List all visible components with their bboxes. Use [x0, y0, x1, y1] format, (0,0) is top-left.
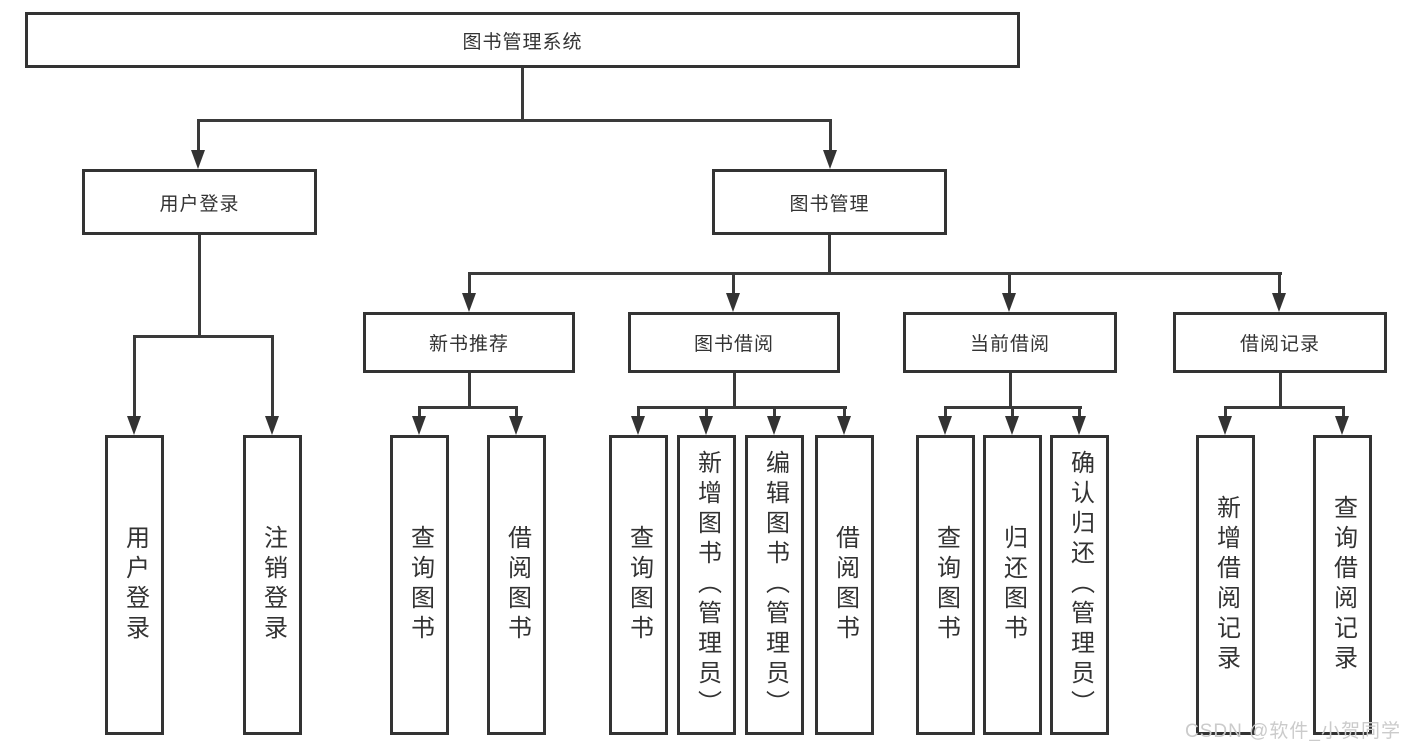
- csdn-watermark: CSDN @软件_小贺同学: [1185, 721, 1401, 742]
- connector-vline: [843, 406, 846, 419]
- leaf-br-query-record: 查询借阅记录: [1313, 435, 1372, 735]
- leaf-label: 借阅图书: [503, 525, 531, 645]
- leaf-label: 归还图书: [999, 525, 1027, 645]
- connector-vline: [733, 373, 736, 409]
- connector-vline: [1078, 406, 1081, 419]
- leaf-label: 查询图书: [406, 525, 434, 645]
- leaf-label: 查询借阅记录: [1329, 495, 1357, 675]
- arrow-down-icon: [265, 416, 279, 435]
- connector-hline: [637, 406, 847, 409]
- leaf-label: 注销登录: [259, 525, 287, 645]
- connector-vline: [637, 406, 640, 419]
- connector-vline: [944, 406, 947, 419]
- leaf-nbr-query-books: 查询图书: [390, 435, 449, 735]
- leaf-bb-add-books-admin: 新增图书（管理员）: [677, 435, 736, 735]
- leaf-cb-return-books: 归还图书: [983, 435, 1042, 735]
- connector-hline: [418, 406, 518, 409]
- arrow-down-icon: [767, 416, 781, 435]
- node-root-library-management-system: 图书管理系统: [25, 12, 1020, 68]
- connector-vline: [705, 406, 708, 419]
- arrow-down-icon: [412, 416, 426, 435]
- connector-vline: [418, 406, 421, 419]
- connector-vline: [1342, 406, 1345, 419]
- arrow-down-icon: [837, 416, 851, 435]
- leaf-label: 确认归还（管理员）: [1066, 450, 1094, 720]
- node-label: 图书管理: [789, 193, 870, 215]
- arrow-down-icon: [726, 293, 740, 312]
- leaf-br-add-record: 新增借阅记录: [1196, 435, 1255, 735]
- node-label: 图书借阅: [693, 334, 774, 355]
- connector-vline: [133, 335, 136, 420]
- connector-hline: [197, 119, 832, 122]
- arrow-down-icon: [1335, 416, 1349, 435]
- leaf-label: 借阅图书: [831, 525, 859, 645]
- arrow-down-icon: [127, 416, 141, 435]
- connector-vline: [1224, 406, 1227, 419]
- leaf-bb-query-books: 查询图书: [609, 435, 668, 735]
- arrow-down-icon: [509, 416, 523, 435]
- connector-hline: [468, 272, 1282, 275]
- arrow-down-icon: [823, 150, 837, 169]
- node-book-management: 图书管理: [712, 169, 947, 235]
- node-label: 图书管理系统: [462, 31, 583, 53]
- leaf-label: 查询图书: [625, 525, 653, 645]
- node-user-login: 用户登录: [82, 169, 317, 235]
- arrow-down-icon: [1218, 416, 1232, 435]
- node-label: 借阅记录: [1239, 334, 1320, 355]
- connector-vline: [1009, 373, 1012, 409]
- arrow-down-icon: [1272, 293, 1286, 312]
- leaf-label: 查询图书: [932, 525, 960, 645]
- node-borrow-records: 借阅记录: [1173, 312, 1387, 373]
- connector-vline: [271, 335, 274, 420]
- node-new-book-recommend: 新书推荐: [363, 312, 575, 373]
- leaf-cb-query-books: 查询图书: [916, 435, 975, 735]
- arrow-down-icon: [1002, 293, 1016, 312]
- arrow-down-icon: [938, 416, 952, 435]
- leaf-label: 编辑图书（管理员）: [761, 450, 789, 720]
- connector-vline: [829, 119, 832, 154]
- connector-vline: [1279, 373, 1282, 409]
- connector-vline: [828, 235, 831, 275]
- leaf-bb-borrow-books: 借阅图书: [815, 435, 874, 735]
- node-book-borrow: 图书借阅: [628, 312, 840, 373]
- connector-vline: [1278, 272, 1281, 296]
- arrow-down-icon: [1005, 416, 1019, 435]
- connector-vline: [773, 406, 776, 419]
- leaf-label: 用户登录: [121, 525, 149, 645]
- leaf-nbr-borrow-books: 借阅图书: [487, 435, 546, 735]
- connector-vline: [468, 373, 471, 409]
- connector-vline: [521, 68, 524, 122]
- connector-vline: [515, 406, 518, 419]
- arrow-down-icon: [631, 416, 645, 435]
- node-label: 用户登录: [159, 193, 240, 215]
- connector-hline: [1224, 406, 1345, 409]
- node-current-borrow: 当前借阅: [903, 312, 1117, 373]
- node-label: 当前借阅: [969, 334, 1050, 355]
- connector-vline: [732, 272, 735, 296]
- arrow-down-icon: [1072, 416, 1086, 435]
- connector-vline: [1008, 272, 1011, 296]
- leaf-bb-edit-books-admin: 编辑图书（管理员）: [745, 435, 804, 735]
- leaf-user-login: 用户登录: [105, 435, 164, 735]
- node-label: 新书推荐: [428, 334, 509, 355]
- arrow-down-icon: [191, 150, 205, 169]
- leaf-cb-confirm-return-admin: 确认归还（管理员）: [1050, 435, 1109, 735]
- connector-vline: [1011, 406, 1014, 419]
- leaf-logout: 注销登录: [243, 435, 302, 735]
- arrow-down-icon: [462, 293, 476, 312]
- connector-hline: [133, 335, 274, 338]
- leaf-label: 新增图书（管理员）: [693, 450, 721, 720]
- connector-vline: [198, 235, 201, 338]
- arrow-down-icon: [699, 416, 713, 435]
- connector-vline: [468, 272, 471, 296]
- connector-vline: [197, 119, 200, 154]
- leaf-label: 新增借阅记录: [1212, 495, 1240, 675]
